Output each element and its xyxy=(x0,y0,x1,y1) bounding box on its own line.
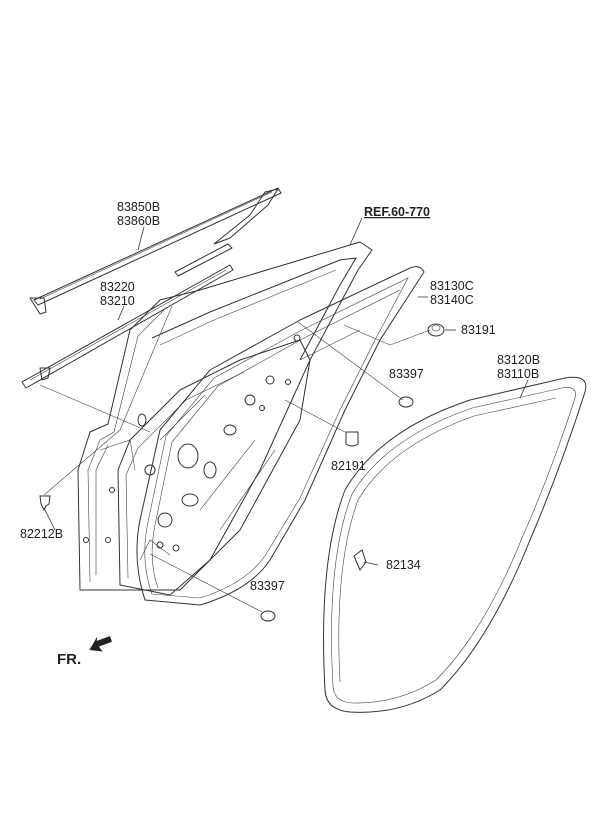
clip-center-part xyxy=(345,431,359,447)
label-body-weatherstrip-1: 83120B xyxy=(497,353,540,367)
label-belt-weatherstrip-1: 83220 xyxy=(100,280,135,294)
door-weatherstrip-part xyxy=(136,266,425,606)
clip-body-part xyxy=(353,549,367,571)
label-front: FR. xyxy=(57,651,81,668)
label-cap: 83191 xyxy=(461,323,496,337)
upper-weatherstrip-part xyxy=(29,187,282,315)
front-direction-arrow xyxy=(89,636,112,652)
cap-part xyxy=(427,323,445,337)
leader-lines xyxy=(39,217,529,613)
belt-weatherstrip-part xyxy=(21,264,234,389)
label-upper-weatherstrip-2: 83860B xyxy=(117,214,160,228)
label-upper-weatherstrip-1: 83850B xyxy=(117,200,160,214)
body-weatherstrip-part xyxy=(323,376,587,713)
clip-left-part xyxy=(39,495,51,512)
label-belt-weatherstrip-2: 83210 xyxy=(100,294,135,308)
label-plug-bottom: 83397 xyxy=(250,579,285,593)
label-door-weatherstrip-1: 83130C xyxy=(430,279,474,293)
label-clip-center: 82191 xyxy=(331,459,366,473)
plug-bottom-part xyxy=(260,610,276,622)
label-clip-left: 82212B xyxy=(20,527,63,541)
label-plug-right: 83397 xyxy=(389,367,424,381)
label-door-weatherstrip-2: 83140C xyxy=(430,293,474,307)
label-ref: REF.60-770 xyxy=(364,205,430,219)
label-body-weatherstrip-2: 83110B xyxy=(497,367,539,381)
label-clip-body: 82134 xyxy=(386,558,421,572)
